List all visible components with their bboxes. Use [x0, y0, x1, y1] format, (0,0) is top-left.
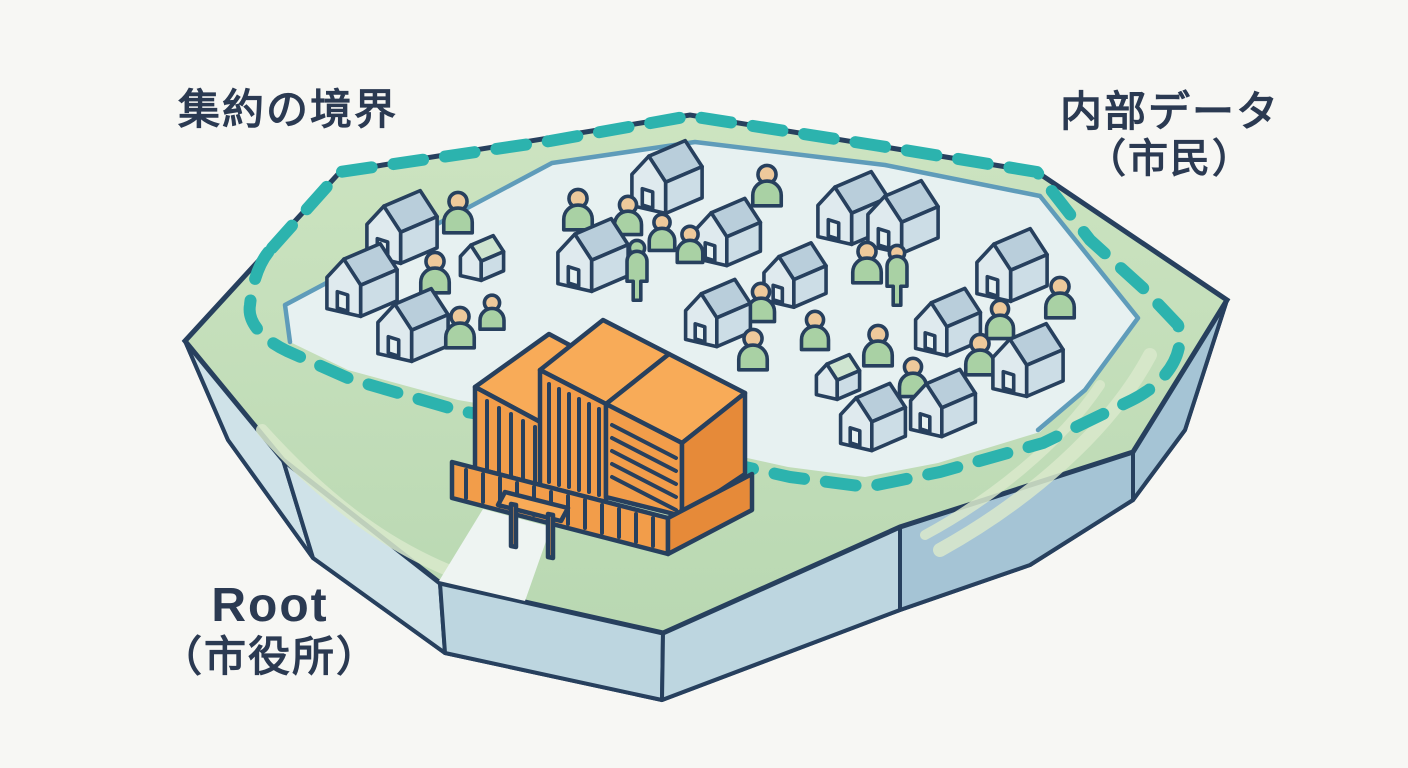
- person-icon: [1043, 275, 1077, 320]
- house-icon: [325, 241, 399, 319]
- house-door: [876, 226, 891, 250]
- house-icon: [376, 286, 450, 364]
- house-door: [386, 334, 401, 358]
- house-side-wall: [398, 214, 439, 266]
- house-gable-wall: [816, 185, 854, 247]
- root-label-line2: （市役所）: [159, 633, 380, 681]
- person-icon: [418, 250, 452, 295]
- person-shoulders: [647, 226, 677, 253]
- house-icon: [630, 138, 704, 216]
- house-side-wall: [409, 312, 450, 364]
- center-tower-windows: [547, 382, 601, 497]
- house-side-wall: [479, 249, 506, 283]
- entities-layer: [325, 138, 1077, 453]
- house-door: [826, 217, 841, 241]
- house-door: [1001, 369, 1016, 393]
- house-icon: [458, 233, 506, 283]
- person-body: [625, 249, 649, 303]
- person-icon: [799, 309, 831, 352]
- person-icon: [443, 305, 477, 350]
- person-shoulders: [561, 203, 595, 232]
- house-side-wall: [869, 405, 908, 453]
- house-door: [848, 426, 862, 448]
- house-gable-wall: [814, 362, 840, 402]
- person-icon: [675, 224, 705, 265]
- person-shoulders: [1043, 291, 1077, 320]
- house-door: [335, 289, 350, 313]
- person-icon: [963, 332, 997, 377]
- person-icon: [850, 240, 884, 285]
- person-shoulders: [478, 306, 506, 332]
- house-door: [703, 241, 717, 263]
- house-gable-wall: [325, 257, 363, 319]
- house-icon: [913, 286, 983, 358]
- house-side-wall: [835, 368, 862, 402]
- house-side-wall: [714, 301, 753, 349]
- person-icon: [441, 190, 475, 235]
- house-side-wall: [589, 242, 630, 294]
- city-hall-building: [449, 317, 755, 561]
- person-icon: [647, 212, 677, 253]
- internal-data-label: 内部データ （市民）: [1020, 88, 1320, 182]
- house-side-wall: [1008, 252, 1049, 304]
- person-icon: [736, 327, 770, 372]
- person-shoulders: [799, 324, 831, 352]
- house-icon: [838, 381, 908, 453]
- house-door: [918, 412, 932, 434]
- person-shoulders: [443, 321, 477, 350]
- house-icon: [762, 241, 828, 309]
- house-icon: [991, 321, 1065, 399]
- person-shoulders: [675, 238, 705, 265]
- person-icon: [984, 298, 1016, 341]
- house-side-wall: [663, 164, 704, 216]
- house-side-wall: [358, 267, 399, 319]
- person-icon: [478, 293, 506, 332]
- house-icon: [866, 178, 940, 256]
- person-icon: [750, 163, 784, 208]
- root-label-line1: Root: [211, 579, 329, 632]
- house-icon: [683, 277, 753, 349]
- house-door: [640, 186, 655, 210]
- house-side-wall: [1024, 347, 1065, 399]
- house-gable-wall: [991, 337, 1029, 399]
- person-shoulders: [441, 206, 475, 235]
- house-door: [985, 274, 1000, 298]
- house-icon: [814, 352, 862, 402]
- house-gable-wall: [376, 302, 414, 364]
- root-label: Root （市役所）: [120, 578, 420, 681]
- house-gable-wall: [630, 154, 668, 216]
- house-side-wall: [792, 264, 828, 309]
- person-shoulders: [418, 266, 452, 295]
- house-side-wall: [899, 204, 940, 256]
- house-gable-wall: [458, 243, 484, 283]
- person-body: [885, 254, 909, 308]
- house-icon: [556, 216, 630, 294]
- person-shoulders: [963, 348, 997, 377]
- person-shoulders: [736, 343, 770, 372]
- house-gable-wall: [556, 232, 594, 294]
- house-side-wall: [939, 391, 978, 439]
- aggregate-boundary-label: 集約の境界: [178, 86, 399, 133]
- house-icon: [908, 367, 978, 439]
- standing-person-icon: [885, 243, 909, 308]
- house-door: [566, 264, 581, 288]
- right-block-windows: [610, 423, 678, 512]
- entrance-path: [439, 509, 551, 601]
- house-side-wall: [724, 220, 763, 268]
- internal-data-label-line2: （市民）: [1086, 137, 1254, 182]
- house-door: [923, 331, 937, 353]
- house-door: [693, 322, 707, 344]
- person-shoulders: [861, 339, 895, 368]
- house-door: [771, 283, 785, 305]
- person-icon: [861, 323, 895, 368]
- house-icon: [975, 226, 1049, 304]
- person-icon: [561, 187, 595, 232]
- person-shoulders: [984, 313, 1016, 341]
- standing-person-icon: [625, 238, 649, 303]
- left-tower-windows: [485, 399, 537, 485]
- person-shoulders: [850, 256, 884, 285]
- internal-data-label-line1: 内部データ: [1059, 88, 1280, 135]
- person-shoulders: [750, 179, 784, 208]
